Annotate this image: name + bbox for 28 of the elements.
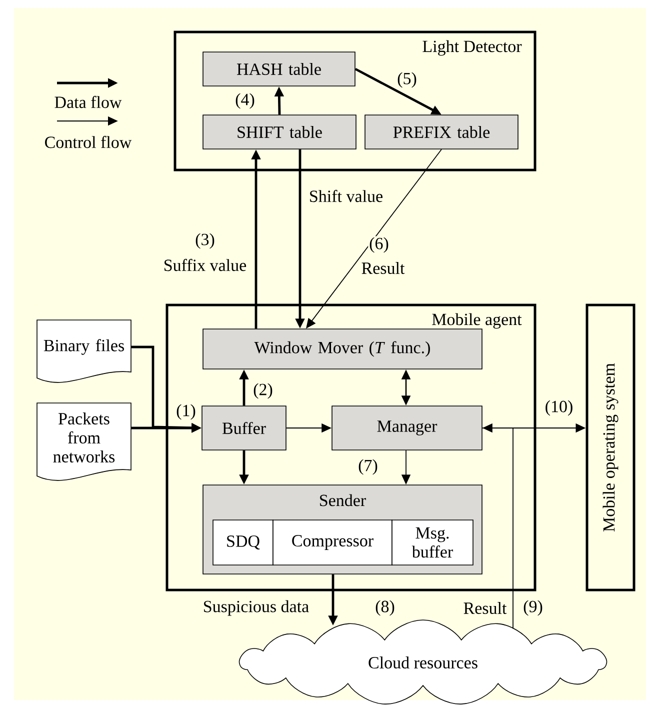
table-cell: Msg. buffer [392, 520, 474, 566]
process-box: Manager [332, 406, 482, 450]
table-cell: Compressor [272, 520, 392, 566]
legend-label: Data flow [54, 96, 122, 108]
edge-label: Suspicious data [202, 599, 310, 617]
process-box: Buffer [202, 406, 286, 450]
node-label: Cloud resources [368, 656, 478, 668]
process-box: HASH table [202, 52, 356, 86]
edge-label: (7) [357, 458, 379, 476]
edge-label: (2) [252, 382, 274, 400]
step-number: (8) [374, 599, 396, 617]
step-number: (9) [522, 599, 544, 617]
system-box: Mobile operating system [586, 304, 636, 592]
edge-label: Result [360, 261, 406, 275]
edge-label: Shift value [308, 188, 384, 204]
legend-label: Control flow [45, 136, 132, 148]
edge-label: (1) [175, 403, 197, 421]
step-number: (6) [368, 236, 390, 254]
edge-label: (10) [544, 399, 574, 417]
edge-label: Suffix value [162, 258, 248, 272]
table-cell: SDQ [212, 520, 274, 566]
process-box: PREFIX table [364, 114, 518, 150]
edge-label: (5) [396, 71, 418, 89]
step-number: (3) [194, 232, 216, 250]
edge-label: (4) [234, 92, 256, 110]
edge-label: Result [462, 601, 508, 615]
process-box: Window Mover (T func.) [202, 328, 482, 370]
process-box: SHIFT table [202, 114, 356, 150]
